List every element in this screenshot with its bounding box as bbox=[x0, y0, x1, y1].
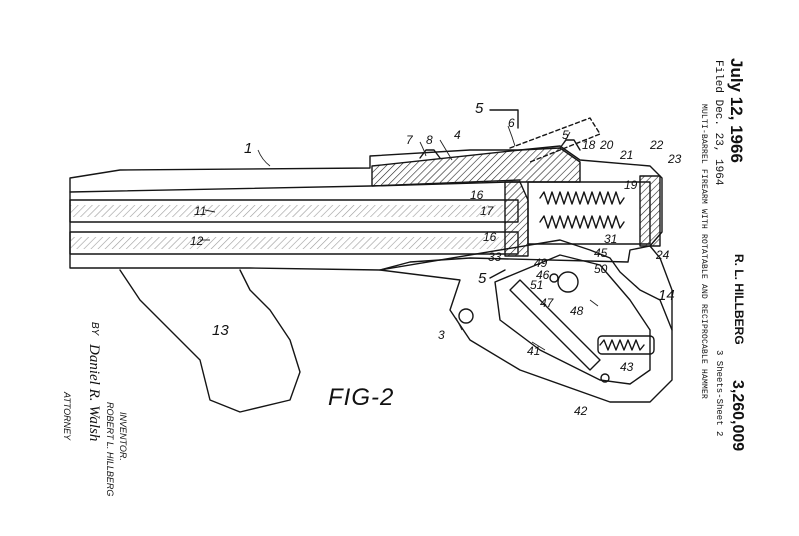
ref-numeral: 24 bbox=[656, 248, 670, 262]
attorney-signature: Daniel R. Walsh bbox=[86, 344, 102, 442]
ref-numeral: 11 bbox=[194, 204, 207, 218]
ref-numeral: 49 bbox=[534, 256, 548, 270]
ref-numeral: 42 bbox=[574, 404, 588, 418]
ref-numeral: 41 bbox=[527, 344, 541, 358]
trigger-bar bbox=[509, 279, 601, 371]
ref-numeral: 51 bbox=[530, 278, 544, 292]
breech-face bbox=[504, 181, 529, 257]
ref-numeral: 21 bbox=[620, 148, 634, 162]
ref-numeral: 14 bbox=[658, 287, 675, 304]
ref-numeral: 12 bbox=[190, 234, 204, 248]
hammer-spring bbox=[539, 191, 625, 205]
pivot-pin-42 bbox=[600, 373, 610, 383]
patent-number: 3,260,009 bbox=[729, 380, 746, 452]
ref-numeral: 22 bbox=[650, 138, 664, 152]
pivot-pin-51 bbox=[549, 273, 559, 283]
lower-barrel-bore bbox=[70, 237, 518, 249]
hammer-phantom bbox=[509, 117, 601, 163]
ref-numeral: 48 bbox=[570, 304, 584, 318]
ref-numeral: 5 bbox=[478, 270, 487, 287]
patent-title: MULTI-BARREL FIREARM WITH ROTATABLE AND … bbox=[699, 104, 708, 400]
section-line bbox=[489, 109, 519, 129]
ref-numeral: 45 bbox=[594, 246, 608, 260]
patent-date: July 12, 1966 bbox=[727, 58, 746, 163]
ref-numeral: 18 bbox=[582, 138, 596, 152]
ref-numeral: 20 bbox=[600, 138, 614, 152]
filed-date: Filed Dec. 23, 1964 bbox=[712, 60, 724, 186]
upper-barrel-bore bbox=[70, 205, 518, 217]
figure-label: FIG-2 bbox=[328, 384, 395, 411]
rear-stock bbox=[649, 245, 673, 331]
frame-inner bbox=[494, 254, 651, 385]
hammer-spring-lower bbox=[539, 215, 625, 229]
ref-numeral: 33 bbox=[488, 250, 502, 264]
sheet-count: 3 Sheets-Sheet 2 bbox=[714, 350, 724, 437]
pivot-pin-47 bbox=[557, 271, 579, 293]
ref-numeral: 17 bbox=[480, 204, 494, 218]
ref-numeral: 6 bbox=[508, 116, 515, 130]
frame-body bbox=[379, 239, 673, 403]
pivot-pin-3 bbox=[458, 308, 474, 324]
ref-numeral: 5 bbox=[475, 100, 484, 117]
inventor-label: INVENTOR. bbox=[118, 412, 128, 461]
ref-numeral: 13 bbox=[212, 322, 229, 339]
attorney-label: ATTORNEY bbox=[62, 392, 72, 441]
hammer-housing-hatch bbox=[639, 175, 661, 247]
ref-numeral: 46 bbox=[536, 268, 550, 282]
ref-numeral: 1 bbox=[244, 140, 253, 157]
inventor-name: ROBERT L. HILLBERG bbox=[105, 402, 115, 497]
ref-numeral: 8 bbox=[426, 133, 433, 147]
ref-numeral: 4 bbox=[454, 128, 461, 142]
ref-numeral: 50 bbox=[594, 262, 608, 276]
ref-numeral: 23 bbox=[668, 152, 682, 166]
by-label: BY bbox=[89, 322, 100, 336]
front-grip bbox=[119, 269, 301, 413]
section-line-lower bbox=[489, 269, 506, 279]
trigger-spring bbox=[599, 339, 645, 351]
breech-block bbox=[371, 147, 581, 187]
front-sight bbox=[419, 149, 441, 159]
ref-numeral: 19 bbox=[624, 178, 638, 192]
ref-numeral: 43 bbox=[620, 360, 634, 374]
ref-numeral: 7 bbox=[406, 133, 413, 147]
ref-numeral: 5 bbox=[562, 128, 569, 142]
ref-numeral: 16 bbox=[483, 230, 497, 244]
ref-numeral: 31 bbox=[604, 232, 618, 246]
ref-numeral: 47 bbox=[540, 296, 554, 310]
trigger-spring-housing bbox=[597, 335, 655, 355]
ref-numeral: 3 bbox=[438, 328, 445, 342]
inventor-header: R. L. HILLBERG bbox=[732, 254, 746, 345]
ref-numeral: 16 bbox=[470, 188, 484, 202]
